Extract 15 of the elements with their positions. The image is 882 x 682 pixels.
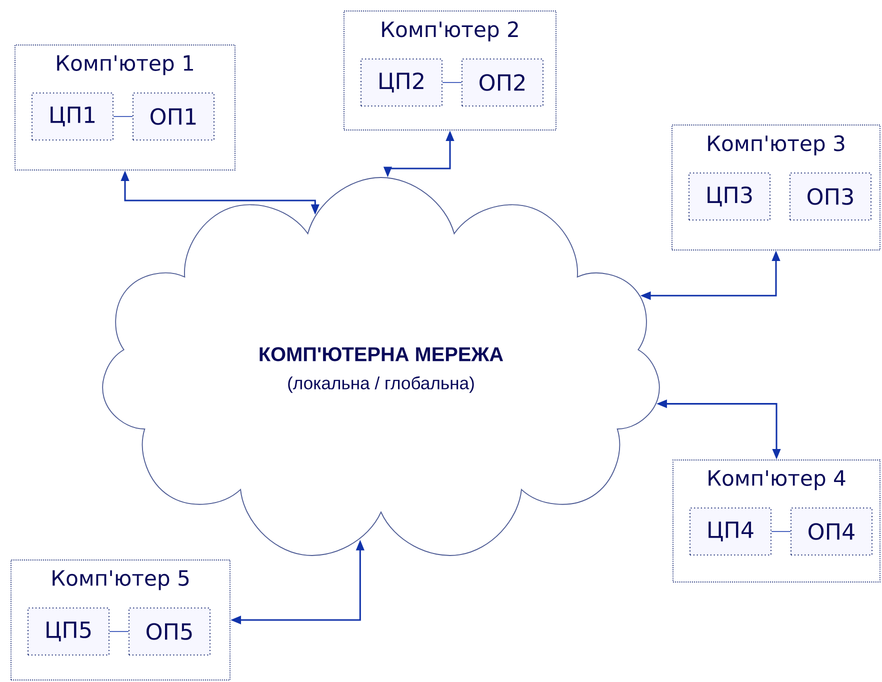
unit-box: ОП1 bbox=[132, 92, 215, 141]
unit-box: ЦП2 bbox=[360, 58, 443, 107]
connector-line bbox=[113, 116, 133, 117]
unit-box: ЦП5 bbox=[27, 607, 110, 656]
connector-line bbox=[771, 531, 791, 532]
connector-line bbox=[109, 631, 129, 632]
unit-box: ОП2 bbox=[461, 58, 544, 107]
network-cloud: КОМП'ЮТЕРНА МЕРЕЖА (локальна / глобальна) bbox=[102, 177, 660, 556]
unit-box: ЦП1 bbox=[31, 92, 114, 141]
unit-box: ОП4 bbox=[790, 507, 873, 556]
unit-box: ОП5 bbox=[128, 607, 211, 656]
connector-line bbox=[442, 82, 462, 83]
unit-box: ЦП3 bbox=[688, 172, 771, 221]
unit-box: ОП3 bbox=[789, 172, 872, 221]
unit-box: ЦП4 bbox=[689, 507, 772, 556]
